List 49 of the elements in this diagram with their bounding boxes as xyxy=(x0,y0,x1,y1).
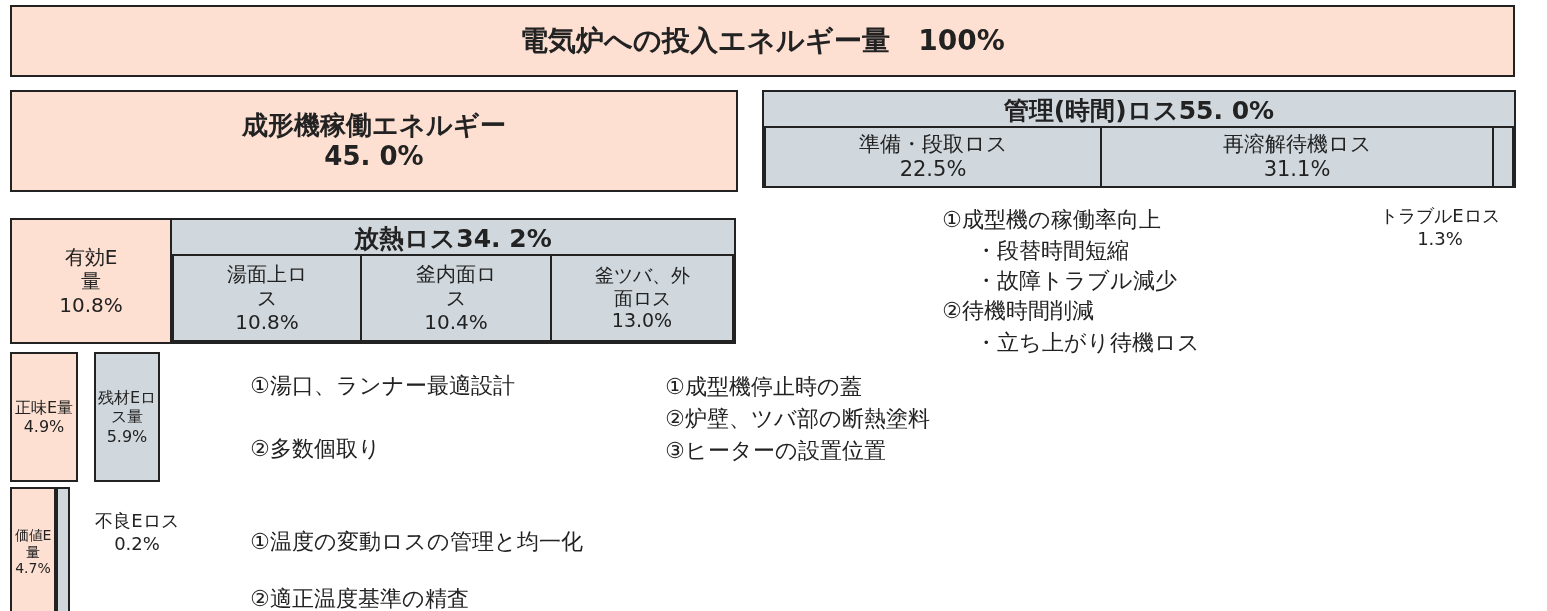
improvement-note: ・故障トラブル減少 xyxy=(975,267,1177,295)
improvement-note: ①成型機停止時の蓋 xyxy=(665,373,862,401)
effective-energy-box xyxy=(10,218,172,344)
loss-box xyxy=(764,126,1102,188)
loss-box xyxy=(360,254,552,342)
percentage-value: 10.8% xyxy=(235,310,299,334)
loss-note: トラブルEロス 1.3% xyxy=(1380,205,1500,250)
box-label: 準備・段取ロス xyxy=(858,131,1008,157)
percentage-value: 45. 0% xyxy=(324,141,424,173)
improvement-note: ②待機時間削減 xyxy=(942,297,1094,325)
loss-box xyxy=(550,254,734,342)
management-loss-box xyxy=(762,90,1516,188)
percentage-value: 5.9% xyxy=(106,426,148,446)
heat-loss-box xyxy=(170,218,736,344)
box-label: 成形機稼働エネルギー xyxy=(242,109,506,141)
loss-box xyxy=(172,254,362,342)
box-label: 残材Eロス量 xyxy=(96,388,158,427)
residual-loss-bar xyxy=(94,352,160,482)
group-heading: 管理(時間)ロス55. 0% xyxy=(1002,94,1276,127)
defect-loss-bar xyxy=(56,487,70,611)
box-label: 有効E量 xyxy=(63,245,119,293)
improvement-note: ①湯口、ランナー最適設計 xyxy=(250,372,516,400)
box-label: 釜内面ロス xyxy=(416,262,496,310)
improvement-note: ②多数個取り xyxy=(250,435,381,463)
percentage-value: 4.7% xyxy=(15,560,51,578)
box-label: 湯面上ロス xyxy=(227,262,307,310)
total-energy-bar xyxy=(10,5,1515,77)
loss-note: 不良Eロス 0.2% xyxy=(94,510,180,555)
operating-energy-box xyxy=(10,90,738,192)
loss-bar xyxy=(1492,126,1514,188)
group-heading: 放熱ロス34. 2% xyxy=(353,222,553,255)
improvement-note: ②適正温度基準の精査 xyxy=(250,585,469,611)
box-label: 正味E量 xyxy=(14,397,74,417)
box-label: 釜ツバ、外面ロス13.0% xyxy=(593,263,691,333)
net-energy-bar xyxy=(10,352,78,482)
improvement-note: ・立ち上がり待機ロス xyxy=(975,329,1200,357)
value-energy-bar xyxy=(10,487,56,611)
percentage-value: 22.5% xyxy=(899,157,967,183)
box-label: 再溶解待機ロス31.1% xyxy=(1221,131,1373,183)
box-label: 電気炉への投入エネルギー量 100% xyxy=(520,24,1005,58)
percentage-value: 10.8% xyxy=(59,293,123,317)
percentage-value: 4.9% xyxy=(23,417,65,437)
box-label: 価値E量 xyxy=(13,526,53,561)
percentage-value: 10.4% xyxy=(424,310,488,334)
improvement-note: ①成型機の稼働率向上 xyxy=(942,206,1161,234)
improvement-note: ①温度の変動ロスの管理と均一化 xyxy=(250,528,584,556)
improvement-note: ③ヒーターの設置位置 xyxy=(665,437,886,465)
improvement-note: ②炉壁、ツバ部の断熱塗料 xyxy=(665,405,930,433)
improvement-note: ・段替時間短縮 xyxy=(975,237,1129,265)
